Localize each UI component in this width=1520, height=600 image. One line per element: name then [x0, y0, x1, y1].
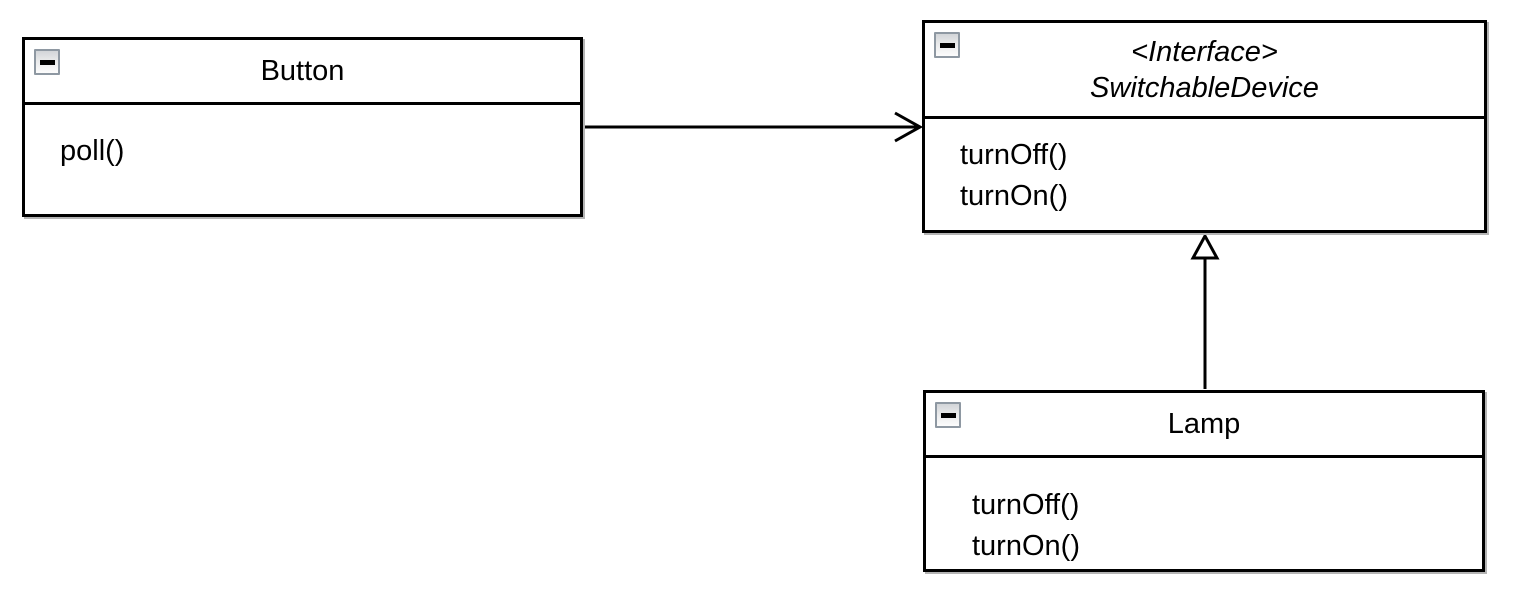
minus-icon — [39, 59, 55, 65]
class-members: poll() — [25, 105, 580, 172]
stereotype-label: <Interface> — [1131, 35, 1278, 68]
collapse-button[interactable] — [935, 402, 961, 428]
member-item: turnOn() — [960, 180, 1068, 212]
class-header: <Interface> SwitchableDevice — [925, 23, 1484, 119]
open-arrowhead-icon — [894, 111, 924, 143]
member-item: poll() — [60, 135, 125, 167]
hollow-triangle-arrowhead-icon — [1190, 232, 1220, 260]
minus-icon — [939, 42, 955, 48]
class-box-button[interactable]: Button poll() — [22, 37, 583, 217]
class-name: Button — [260, 55, 345, 87]
association-arrow-button-to-switchabledevice[interactable] — [585, 111, 924, 143]
class-name: Lamp — [1167, 408, 1241, 440]
collapse-button[interactable] — [34, 49, 60, 75]
realization-arrow-lamp-to-switchabledevice[interactable] — [1190, 232, 1220, 389]
class-header: Lamp — [926, 393, 1482, 458]
class-box-switchabledevice[interactable]: <Interface> SwitchableDevice turnOff() t… — [922, 20, 1487, 233]
collapse-button[interactable] — [934, 32, 960, 58]
member-item: turnOff() — [972, 489, 1080, 521]
class-members: turnOff() turnOn() — [926, 458, 1482, 567]
class-box-lamp[interactable]: Lamp turnOff() turnOn() — [923, 390, 1485, 572]
minus-icon — [940, 412, 956, 418]
member-item: turnOn() — [972, 530, 1080, 562]
class-header: Button — [25, 40, 580, 105]
class-name: SwitchableDevice — [1090, 71, 1319, 104]
member-item: turnOff() — [960, 139, 1068, 171]
class-members: turnOff() turnOn() — [925, 119, 1484, 217]
